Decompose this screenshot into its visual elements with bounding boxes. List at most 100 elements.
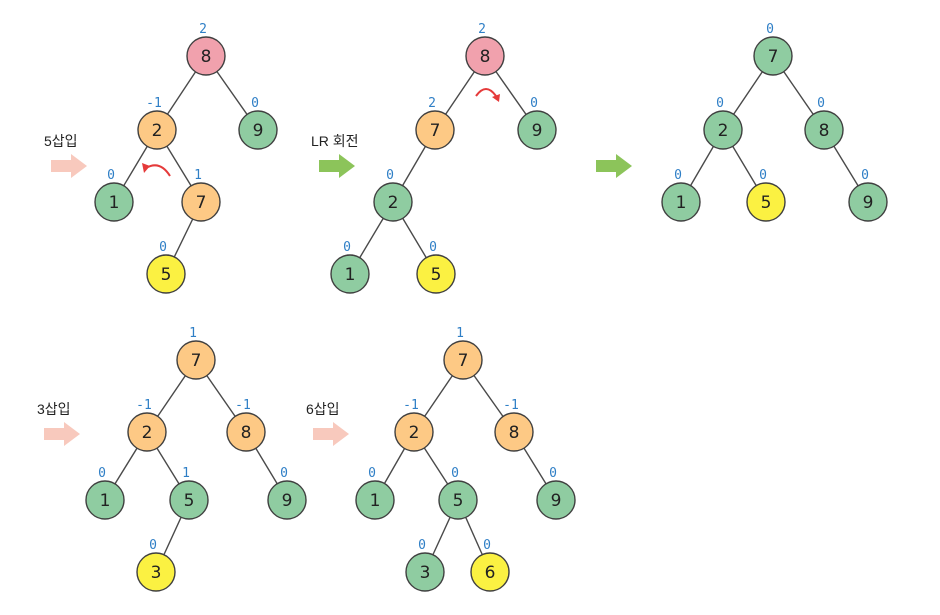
node-balance-factor: 0: [674, 168, 682, 183]
node-circle: [176, 340, 216, 380]
tree-node: 71: [176, 326, 216, 380]
node-key: 7: [196, 193, 207, 213]
node-balance-factor: -1: [403, 398, 419, 413]
node-circle: [415, 110, 455, 150]
node-key: 7: [458, 351, 469, 371]
node-circle: [226, 412, 266, 452]
node-balance-factor: 0: [343, 240, 351, 255]
tree-node: 2 -1: [127, 398, 167, 452]
node-key: 3: [420, 563, 431, 583]
node-key: 8: [509, 423, 520, 443]
node-balance-factor: -1: [136, 398, 152, 413]
node-key: 1: [676, 193, 687, 213]
step-arrow-icon: [319, 154, 355, 178]
step-label: LR 회전: [311, 133, 359, 149]
tree-node: 70: [753, 22, 793, 76]
step-arrow-icon: [313, 422, 349, 446]
node-balance-factor: 0: [483, 538, 491, 553]
tree-node: 80: [804, 96, 844, 150]
node-key: 1: [345, 265, 356, 285]
node-key: 2: [142, 423, 153, 443]
tree-node: 50: [438, 466, 478, 520]
node-key: 7: [191, 351, 202, 371]
node-circle: [330, 254, 370, 294]
tree-node: 50: [146, 240, 186, 294]
node-key: 1: [109, 193, 120, 213]
node-key: 1: [370, 491, 381, 511]
step-2: LR 회전: [311, 133, 359, 178]
node-circle: [494, 412, 534, 452]
node-balance-factor: 0: [716, 96, 724, 111]
node-key: 2: [718, 121, 729, 141]
node-balance-factor: 0: [530, 96, 538, 111]
tree-node: 8-1: [226, 398, 266, 452]
node-circle: [465, 36, 505, 76]
step-4: 3삽입: [37, 401, 80, 446]
node-circle: [416, 254, 456, 294]
node-circle: [804, 110, 844, 150]
tree-node: 82: [186, 22, 226, 76]
tree-node: 20: [373, 168, 413, 222]
node-key: 9: [532, 121, 543, 141]
node-circle: [746, 182, 786, 222]
node-balance-factor: 0: [98, 466, 106, 481]
node-balance-factor: 1: [456, 326, 464, 341]
node-circle: [267, 480, 307, 520]
node-circle: [517, 110, 557, 150]
node-circle: [136, 552, 176, 592]
rotation-arc: [475, 88, 497, 97]
node-balance-factor: 2: [199, 22, 207, 37]
node-key: 7: [768, 47, 779, 67]
tree-node: 90: [536, 466, 576, 520]
node-balance-factor: 0: [429, 240, 437, 255]
node-balance-factor: 0: [451, 466, 459, 481]
node-balance-factor: 1: [182, 466, 190, 481]
rotate-right-icon: [475, 88, 500, 102]
node-key: 7: [430, 121, 441, 141]
node-key: 3: [151, 563, 162, 583]
node-balance-factor: 0: [149, 538, 157, 553]
node-balance-factor: -1: [146, 96, 162, 111]
node-key: 6: [485, 563, 496, 583]
tree-node: 10: [355, 466, 395, 520]
step-label: 5삽입: [44, 133, 78, 149]
tree-node: 8 -1: [494, 398, 534, 452]
tree-node: 90: [238, 96, 278, 150]
rotation-arrowhead: [492, 94, 500, 102]
node-circle: [661, 182, 701, 222]
node-circle: [373, 182, 413, 222]
node-key: 8: [480, 47, 491, 67]
node-balance-factor: 0: [549, 466, 557, 481]
node-circle: [394, 412, 434, 452]
node-key: 2: [152, 121, 163, 141]
rotation-arc: [145, 164, 171, 177]
tree-node: 30: [405, 538, 445, 592]
node-circle: [703, 110, 743, 150]
tree-node: 82: [465, 22, 505, 76]
node-key: 1: [100, 491, 111, 511]
tree-node: 10: [330, 240, 370, 294]
step-arrow-icon: [596, 154, 632, 178]
node-balance-factor: -1: [503, 398, 519, 413]
node-balance-factor: 1: [189, 326, 197, 341]
tree-node: 50: [746, 168, 786, 222]
step-1: 5삽입: [44, 133, 87, 178]
node-key: 5: [453, 491, 464, 511]
node-balance-factor: 0: [817, 96, 825, 111]
node-circle: [438, 480, 478, 520]
node-circle: [146, 254, 186, 294]
step-label: 3삽입: [37, 401, 71, 417]
node-balance-factor: 0: [159, 240, 167, 255]
tree-node: 50: [416, 240, 456, 294]
tree-node: 2-1: [394, 398, 434, 452]
node-key: 8: [241, 423, 252, 443]
node-circle: [186, 36, 226, 76]
tree-node: 2 -1: [137, 96, 177, 150]
node-key: 9: [551, 491, 562, 511]
node-circle: [238, 110, 278, 150]
node-balance-factor: 0: [861, 168, 869, 183]
node-balance-factor: 0: [368, 466, 376, 481]
tree-node: 71: [443, 326, 483, 380]
node-balance-factor: 0: [759, 168, 767, 183]
